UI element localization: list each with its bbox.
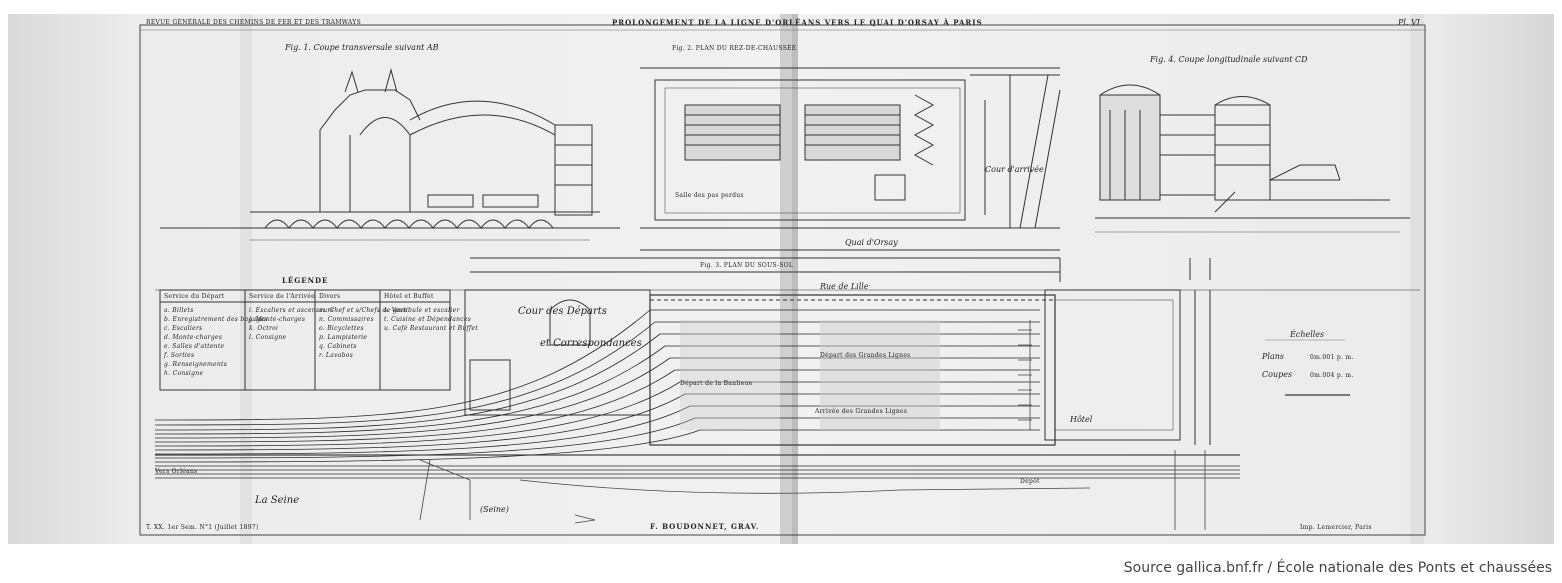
legend-item: r. Lavabos <box>319 352 354 359</box>
legend-item: a. Billets <box>164 307 194 314</box>
label-la-seine: La Seine <box>255 495 300 506</box>
legend-col-header: Service du Départ <box>164 293 225 300</box>
label-hotel: Hôtel <box>1070 415 1093 424</box>
legend-col-header: Divers <box>319 293 341 300</box>
legend-item: u. Café Restaurant et Buffet <box>384 325 479 332</box>
legend-item: k. Octroi <box>249 325 279 332</box>
plate-title: PROLONGEMENT DE LA LIGNE D'ORLÉANS VERS … <box>612 18 983 27</box>
label-depart-grandes-lignes: Départ des Grandes Lignes <box>820 352 911 359</box>
legend-item: d. Monte-charges <box>164 334 223 341</box>
legend-item: q. Cabinets <box>319 343 357 350</box>
legend-item: t. Cuisine et Dépendances <box>384 316 472 323</box>
legend-item: f. Sorties <box>164 352 195 359</box>
scale-title: Échelles <box>1290 330 1325 339</box>
legend-item: i. Escaliers et ascenseurs <box>249 307 334 314</box>
legend-item: h. Consigne <box>164 370 204 377</box>
source-credit: Source gallica.bnf.fr / École nationale … <box>1123 560 1552 576</box>
fig2-title: Fig. 2. PLAN DU REZ-DE-CHAUSSÉE <box>672 45 797 52</box>
legend-col-divers: Divers m. Chef et s/Chefs de gare n. Com… <box>319 293 408 360</box>
legend-col-header: Hôtel et Buffet <box>384 293 434 300</box>
label-salle-pas-perdus: Salle des pas perdus <box>675 192 744 199</box>
fig4-title: Fig. 4. Coupe longitudinale suivant CD <box>1150 55 1308 64</box>
label-quai-orsay: Quai d'Orsay <box>845 238 898 247</box>
legend-col-arrivee: Service de l'Arrivée i. Escaliers et asc… <box>249 293 334 342</box>
legend-col-depart: Service du Départ a. Billets b. Enregist… <box>164 293 268 378</box>
legend-item: b. Enregistrement des bagages <box>164 316 268 323</box>
label-depart-banlieue: Départ de la Banlieue <box>680 380 753 387</box>
legend-item: j. Monte-charges <box>249 316 306 323</box>
legend-item: e. Salles d'attente <box>164 343 225 350</box>
footer-left: T. XX. 1er Sem. N°1 (Juillet 1897) <box>146 524 259 531</box>
footer-engraver: F. BOUDONNET, GRAV. <box>650 522 760 531</box>
legend-col-hotel: Hôtel et Buffet s. Vestibule et escalier… <box>384 293 479 333</box>
label-cour-correspondance: et Correspondances <box>540 338 642 349</box>
label-seine-bracket: (Seine) <box>480 505 509 514</box>
label-arrivee-grandes-lignes: Arrivée des Grandes Lignes <box>815 408 908 415</box>
legend-item: p. Lampisterie <box>319 334 368 341</box>
legend-item: m. Chef et s/Chefs de gare <box>319 307 408 314</box>
legend-item: o. Bicyclettes <box>319 325 364 332</box>
scale-coupes-label: Coupes <box>1262 370 1293 379</box>
label-depot: Dépôt <box>1020 478 1040 485</box>
legend-item: g. Renseignements <box>164 361 228 368</box>
footer-printer: Imp. Lemercier, Paris <box>1300 524 1372 531</box>
label-rue-lille: Rue de Lille <box>820 282 869 291</box>
journal-header: REVUE GÉNÉRALE DES CHEMINS DE FER ET DES… <box>146 19 361 26</box>
scale-plans-value: 0m.001 p. m. <box>1310 354 1354 361</box>
label-cour-arrivee: Cour d'arrivée <box>985 165 1044 174</box>
fig1-title: Fig. 1. Coupe transversale suivant AB <box>285 43 439 52</box>
legend-item: l. Consigne <box>249 334 287 341</box>
scale-plans-label: Plans <box>1262 352 1284 361</box>
plate-number: Pl. VI <box>1398 18 1420 27</box>
legend-item: n. Commissaires <box>319 316 374 323</box>
label-vers-orleans: Vers Orléans <box>155 468 198 475</box>
legend-item: c. Escaliers <box>164 325 203 332</box>
legend-title: LÉGENDE <box>282 276 329 285</box>
scale-coupes-value: 0m.004 p. m. <box>1310 372 1354 379</box>
fig3-title: Fig. 3. PLAN DU SOUS-SOL <box>700 262 794 269</box>
legend-col-header: Service de l'Arrivée <box>249 293 316 300</box>
label-cour-depart: Cour des Départs <box>518 306 607 317</box>
legend-item: s. Vestibule et escalier <box>384 307 460 314</box>
